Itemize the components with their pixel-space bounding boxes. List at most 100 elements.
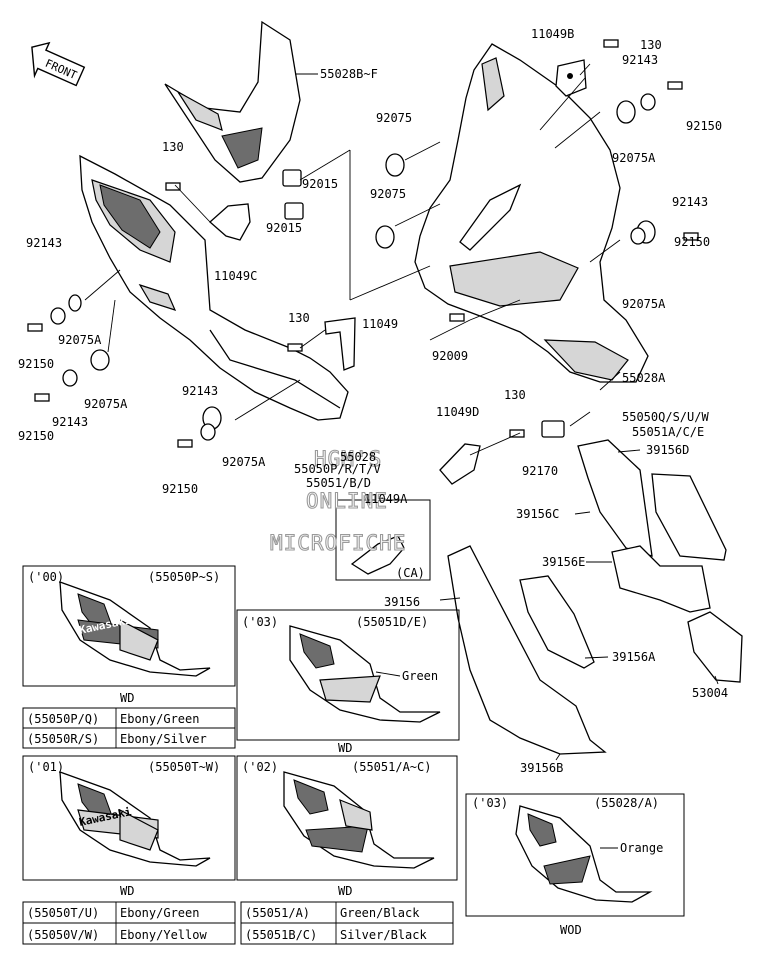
callout-11049c: 11049C — [214, 269, 257, 283]
variant-00-fairing — [59, 581, 211, 677]
callout-55028: 55028 — [340, 450, 376, 464]
callout-55050q-s-u-w: 55050Q/S/U/W — [622, 410, 709, 424]
callout-92075a-l2: 92075A — [84, 397, 128, 411]
clip-92170 — [541, 420, 565, 438]
callout-55050p-r-t-v: 55050P/R/T/V — [294, 462, 381, 476]
variant-03b-caption: WOD — [560, 923, 582, 937]
callout-92170: 92170 — [522, 464, 558, 478]
callout-92015-a: 92015 — [302, 177, 338, 191]
table-02-r0-code: (55051/A) — [245, 906, 310, 920]
table-cells: (55050P/Q) Ebony/Green (55050R/S) Ebony/… — [27, 712, 427, 942]
callout-92143-r2: 92143 — [672, 195, 708, 209]
table-02-r0-color: Green/Black — [340, 906, 420, 920]
variant-01-year: ('01) — [28, 760, 64, 774]
callout-92075-a: 92075 — [376, 111, 412, 125]
callout-92150-r2: 92150 — [674, 235, 710, 249]
callout-92150-l2: 92150 — [18, 429, 54, 443]
heat-shields-39156 — [447, 439, 743, 755]
front-arrow-icon: FRONT — [31, 41, 86, 87]
callout-39156a: 39156A — [612, 650, 656, 664]
table-00-r1-code: (55050R/S) — [27, 732, 99, 746]
callout-92150-l1: 92150 — [18, 357, 54, 371]
variant-03a-box — [236, 609, 460, 741]
callout-92143-l1: 92143 — [26, 236, 62, 250]
table-01-r0-color: Ebony/Green — [120, 906, 199, 920]
variant-03b-year: ('03) — [472, 796, 508, 810]
grommets-and-bolts — [27, 39, 699, 448]
table-00-r0-code: (55050P/Q) — [27, 712, 99, 726]
variant-00-year: ('00) — [28, 570, 64, 584]
variant-01-fairing — [59, 771, 211, 867]
callout-39156b: 39156B — [520, 761, 563, 775]
variant-labels: ('00) (55050P~S) WD ('01) (55050T~W) WD … — [28, 570, 663, 937]
callout-55028a: 55028A — [622, 371, 666, 385]
bracket-11049c — [209, 203, 251, 241]
table-01 — [22, 901, 236, 945]
callout-11049b: 11049B — [531, 27, 574, 41]
callout-labels: 55028B~F 11049B 130 92143 92150 92075A 9… — [18, 27, 728, 775]
callout-92009: 92009 — [432, 349, 468, 363]
callout-55051a-c-e: 55051A/C/E — [632, 425, 704, 439]
callout-39156e: 39156E — [542, 555, 585, 569]
variant-02-fairing — [283, 771, 435, 869]
variant-01-caption: WD — [120, 884, 134, 898]
watermark-line-2: ONLINE — [306, 489, 388, 513]
callout-11049a: 11049A — [364, 492, 408, 506]
variant-03b-box — [465, 793, 685, 917]
upper-cowl-55028bf — [164, 20, 301, 183]
table-02-r1-color: Silver/Black — [340, 928, 427, 942]
callout-39156d: 39156D — [646, 443, 689, 457]
variant-00-code: (55050P~S) — [148, 570, 220, 584]
callout-92143-b: 92143 — [182, 384, 218, 398]
variant-03a-note: Green — [402, 669, 438, 683]
variant-02-caption: WD — [338, 884, 352, 898]
ca-box — [335, 499, 431, 581]
table-00-r0-color: Ebony/Green — [120, 712, 199, 726]
variant-03b-note: Orange — [620, 841, 663, 855]
bracket-11049a — [350, 535, 405, 575]
table-01-r1-color: Ebony/Yellow — [120, 928, 207, 942]
variant-03a-code: (55051D/E) — [356, 615, 428, 629]
callout-92143-l2: 92143 — [52, 415, 88, 429]
callout-92075-b: 92075 — [370, 187, 406, 201]
bracket-11049b — [555, 59, 587, 97]
variant-03b-code: (55028/A) — [594, 796, 659, 810]
watermark-line-1: HGM'S — [314, 447, 382, 471]
callout-130-tl: 130 — [162, 140, 184, 154]
callout-ca: (CA) — [396, 566, 425, 580]
table-02 — [240, 901, 454, 945]
callout-130-r: 130 — [504, 388, 526, 402]
callout-130-m: 130 — [288, 311, 310, 325]
variant-02-code: (55051/A~C) — [352, 760, 431, 774]
table-00-r1-color: Ebony/Silver — [120, 732, 207, 746]
variant-02-box — [236, 755, 458, 881]
variant-03a-year: ('03) — [242, 615, 278, 629]
callout-130-tr: 130 — [640, 38, 662, 52]
callout-55051-b-d: 55051/B/D — [306, 476, 371, 490]
variant-01-box — [22, 755, 236, 881]
bracket-11049 — [324, 317, 356, 371]
right-fairing-55028a — [414, 43, 649, 383]
variant-01-code: (55050T~W) — [148, 760, 220, 774]
callout-39156c: 39156C — [516, 507, 559, 521]
callout-92150-tr: 92150 — [686, 119, 722, 133]
leader-lines — [84, 63, 621, 456]
variant-03a-fairing — [289, 625, 441, 723]
callout-92075a-r2: 92075A — [622, 297, 666, 311]
variant-00-box — [22, 565, 236, 687]
table-00 — [22, 707, 236, 749]
callout-39156: 39156 — [384, 595, 420, 609]
callout-11049d: 11049D — [436, 405, 479, 419]
callout-53004: 53004 — [692, 686, 728, 700]
variant-00-caption: WD — [120, 691, 134, 705]
callout-92015-b: 92015 — [266, 221, 302, 235]
callout-11049: 11049 — [362, 317, 398, 331]
variant-03a-caption: WD — [338, 741, 352, 755]
clip-92015 — [282, 169, 304, 220]
variant-02-year: ('02) — [242, 760, 278, 774]
callout-92143-tr: 92143 — [622, 53, 658, 67]
left-fairing — [79, 154, 349, 421]
callout-92075a-tr: 92075A — [612, 151, 656, 165]
callout-92150-b: 92150 — [162, 482, 198, 496]
